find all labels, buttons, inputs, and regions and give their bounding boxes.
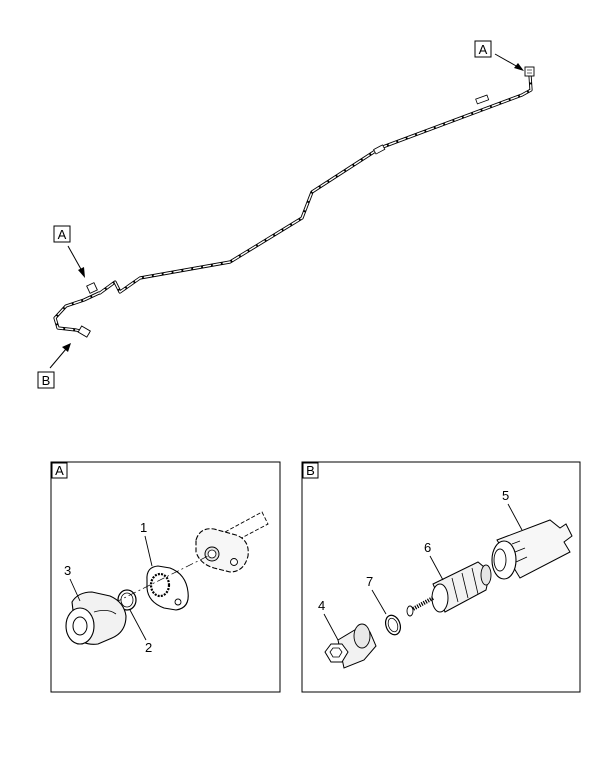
- panel-b-item-4-plug: 4: [318, 598, 377, 669]
- panel-b-item-6-valve-spool: 6: [406, 540, 492, 617]
- item-5-number: 5: [502, 488, 509, 503]
- item-6-number: 6: [424, 540, 431, 555]
- panel-a-item-3-flange: 3: [64, 563, 127, 645]
- hydraulic-line: [53, 66, 535, 338]
- panel-b-item-5-coupler-body: 5: [491, 488, 573, 580]
- panel-b-label: B: [306, 463, 315, 478]
- callout-left-a-label: A: [58, 227, 67, 242]
- callout-top-a: A: [474, 40, 524, 71]
- item-4-number: 4: [318, 598, 325, 613]
- panel-b-item-7-o-ring: 7: [366, 574, 402, 636]
- panel-a-item-2-o-ring: 2: [117, 589, 152, 655]
- callout-left-b-label: B: [42, 373, 51, 388]
- detail-panel-b: B 5 6 7: [301, 461, 581, 693]
- item-2-number: 2: [145, 640, 152, 655]
- panel-a-label: A: [55, 463, 64, 478]
- panel-a-item-1-seal-plate: 1: [140, 520, 189, 611]
- callout-left-b: B: [37, 343, 71, 389]
- item-7-number: 7: [366, 574, 373, 589]
- item-3-number: 3: [64, 563, 71, 578]
- callout-left-a: A: [53, 225, 85, 278]
- detail-panel-a: A 1 2: [50, 461, 281, 693]
- callout-top-a-label: A: [479, 42, 488, 57]
- panel-a-flange-fitting: [195, 528, 249, 573]
- item-1-number: 1: [140, 520, 147, 535]
